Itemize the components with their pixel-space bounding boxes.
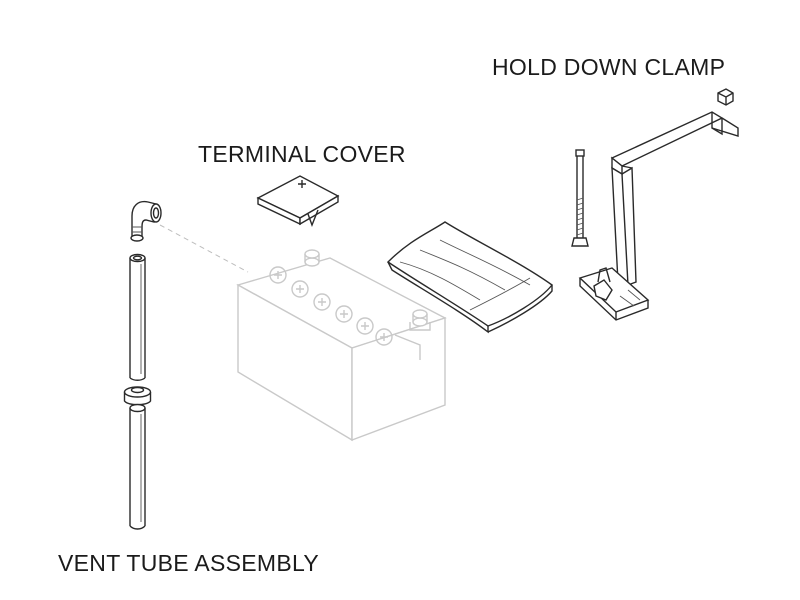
battery-vent-caps bbox=[269, 266, 393, 346]
vent-grommet-icon bbox=[123, 386, 152, 406]
vent-tube-icon bbox=[123, 200, 162, 530]
clamp-nut-icon bbox=[717, 88, 734, 106]
vent-tube-lower bbox=[129, 403, 146, 530]
vent-tube-assembly-label: VENT TUBE ASSEMBLY bbox=[58, 550, 320, 576]
vent-tube-upper bbox=[129, 253, 146, 381]
insulation-pad-icon bbox=[386, 221, 554, 334]
hold-down-clamp-label: HOLD DOWN CLAMP bbox=[492, 54, 726, 80]
hold-down-clamp-icon bbox=[571, 88, 739, 321]
vent-elbow-icon bbox=[130, 200, 162, 242]
battery-icon bbox=[236, 249, 447, 442]
terminal-cover-icon bbox=[256, 175, 340, 227]
terminal-cover-label: TERMINAL COVER bbox=[198, 141, 406, 167]
clamp-bolt-icon bbox=[571, 149, 589, 247]
